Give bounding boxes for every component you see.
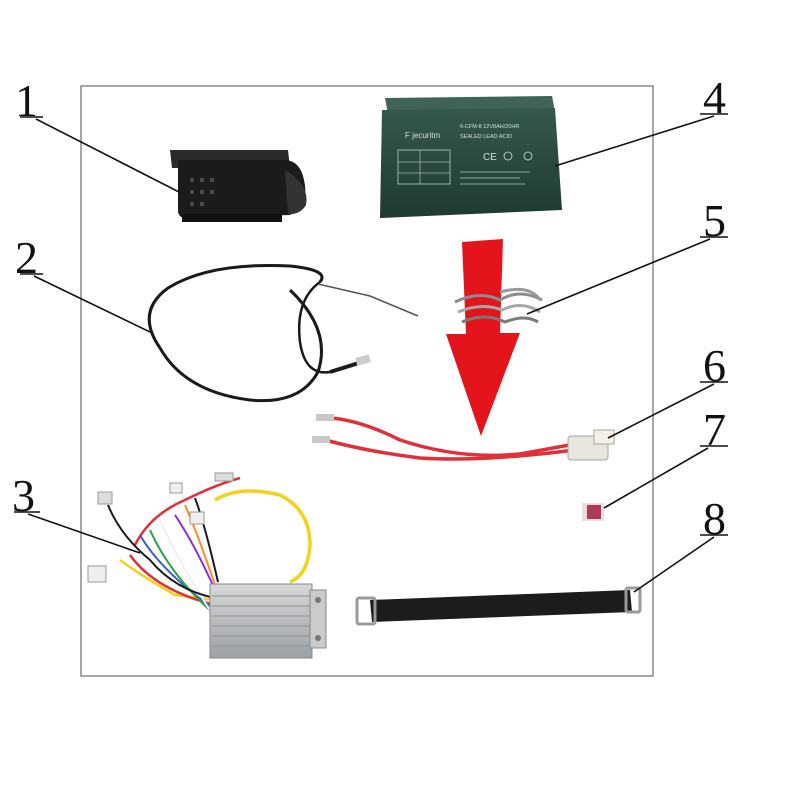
callout-1: 1 — [15, 75, 38, 126]
motor-controller — [87, 472, 327, 659]
callout-8: 8 — [703, 493, 726, 544]
battery-strap — [355, 586, 642, 626]
battery-ce-mark: CE — [483, 152, 497, 163]
battery: F jecuritm 6-CFM-8 12V8AH/20HR SEALED LE… — [380, 96, 562, 218]
battery-wire-harness — [312, 414, 615, 461]
callout-7: 7 — [703, 404, 726, 455]
red-down-arrow — [446, 239, 520, 436]
leader-lines — [14, 113, 728, 593]
battery-model-text: 6-CFM-8 12V8AH/20HR — [460, 124, 519, 130]
battery-brand-text: F jecuritm — [405, 131, 440, 140]
callout-6: 6 — [703, 340, 726, 391]
callout-5: 5 — [703, 195, 726, 246]
callout-2: 2 — [15, 232, 38, 283]
brake-cable — [147, 264, 419, 403]
battery-note-text: SEALED LEAD ACID — [460, 134, 512, 140]
cable-end-ferrule — [355, 354, 371, 366]
callout-3: 3 — [12, 470, 35, 521]
charger-module — [170, 150, 307, 222]
callout-4: 4 — [703, 72, 726, 123]
drive-chain — [454, 287, 543, 324]
connector-plug — [582, 503, 604, 521]
callout-numbers: 1 2 3 4 5 6 7 8 — [12, 72, 726, 544]
